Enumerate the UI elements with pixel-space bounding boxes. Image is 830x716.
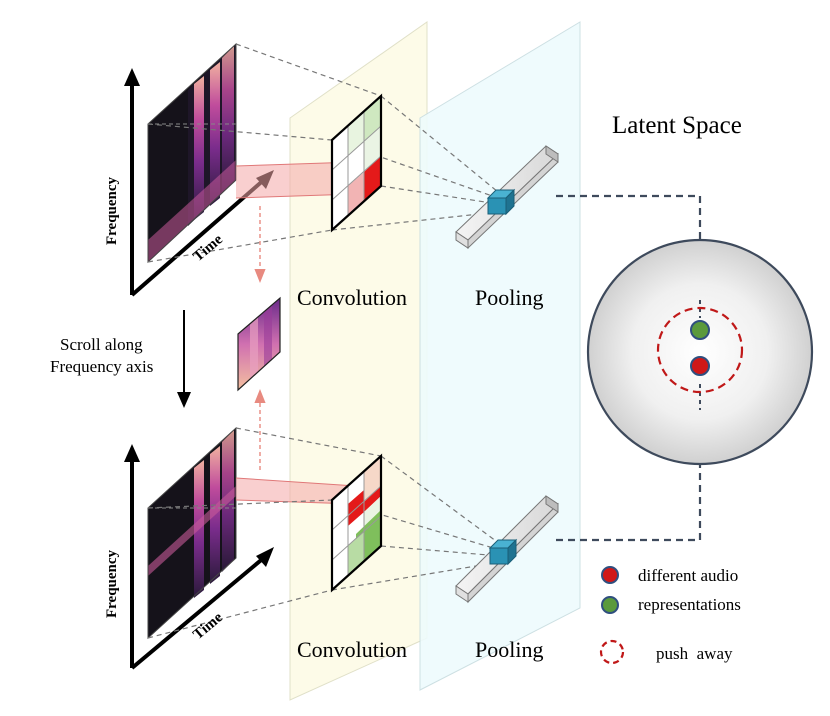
legend-text-line1: different audio (638, 566, 738, 585)
conv-kernel-bottom (330, 453, 383, 593)
pooled-feature-cube-top (486, 188, 516, 216)
latent-space-title: Latent Space (612, 112, 742, 139)
pooling-plane (419, 21, 581, 691)
spectrogram-top (147, 42, 237, 264)
pooled-feature-cube-bottom (488, 538, 518, 566)
scroll-label-line2: Frequency axis (50, 357, 153, 376)
legend-push-away-label: push away (656, 644, 733, 663)
scroll-arrowhead (177, 392, 191, 408)
frequency-axis-bottom-arrowhead (124, 444, 140, 462)
latent-point-red (690, 356, 710, 376)
conv-kernel-top (330, 93, 383, 233)
spectrogram-crop (237, 296, 281, 392)
pooling-label-top: Pooling (475, 285, 543, 310)
push-away-ring (656, 306, 744, 394)
legend-green-point-icon (601, 596, 619, 614)
frequency-label-bottom: Frequency (104, 549, 120, 618)
frequency-axis-top-arrowhead (124, 68, 140, 86)
legend-red-point-icon (601, 566, 619, 584)
latent-space-circle (586, 238, 814, 466)
latent-point-green (690, 320, 710, 340)
time-axis-bottom (130, 554, 268, 670)
time-label-top: Time (190, 231, 226, 265)
pooling-label-bottom: Pooling (475, 637, 543, 662)
receptive-band-top (236, 162, 356, 198)
scroll-label-line1: Scroll along (60, 335, 143, 354)
frequency-label-top: Frequency (104, 176, 120, 245)
legend-text-line2: representations (638, 595, 741, 614)
convolution-label-bottom: Convolution (297, 637, 407, 662)
convolution-label-top: Convolution (297, 285, 407, 310)
legend-push-away-icon (599, 639, 625, 665)
spectrogram-bottom (147, 426, 237, 640)
time-axis-bottom-arrowhead (256, 547, 274, 567)
